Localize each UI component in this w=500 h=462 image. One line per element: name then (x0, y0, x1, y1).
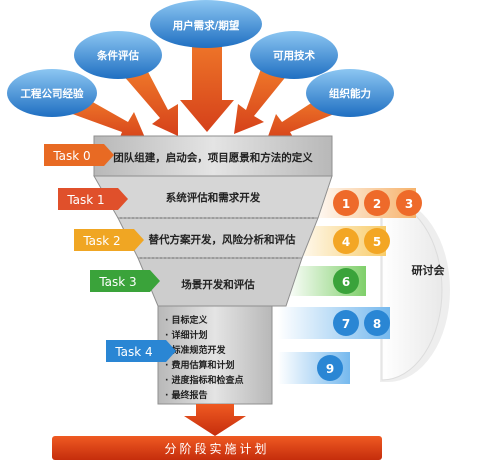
workshop-circles: 1 2 3 4 5 6 7 8 9 (317, 190, 422, 381)
task4-item: · 最终报告 (165, 389, 208, 401)
task1-tag-label: Task 1 (66, 193, 104, 207)
task4-item: · 详细计划 (165, 329, 208, 341)
condition-evaluation-label: 条件评估 (96, 49, 139, 62)
task3-tag-label: Task 3 (98, 275, 136, 289)
workshop-circle-8 (364, 310, 390, 336)
workshop-circle-1 (333, 190, 359, 216)
task4-item: · 费用估算和计划 (165, 359, 235, 371)
workshop-number-7: 7 (342, 317, 350, 331)
workshop-circle-4 (333, 228, 359, 254)
organizational-capability-label: 组织能力 (329, 87, 371, 100)
user-needs-label: 用户需求/期望 (172, 19, 240, 32)
workshop-circle-9 (317, 355, 343, 381)
arrow-from-technology (234, 66, 288, 134)
cloud-condition-evaluation (74, 31, 162, 79)
task4-item: · 标准规范开发 (165, 344, 227, 356)
available-technology-label: 可用技术 (273, 49, 315, 62)
workshop-number-8: 8 (373, 317, 381, 331)
workshop-number-6: 6 (342, 275, 350, 289)
task0-tag (44, 144, 114, 166)
task2-tag-label: Task 2 (82, 234, 120, 248)
cloud-organizational-capability (306, 69, 394, 117)
workshop-circle-2 (364, 190, 390, 216)
workshop-number-2: 2 (373, 197, 381, 211)
funnel-stem (157, 305, 273, 405)
workshop-circle-5 (364, 228, 390, 254)
output-bar (52, 436, 382, 460)
workshop-number-5: 5 (373, 235, 381, 249)
task2-description: 替代方案开发，风险分析和评估 (149, 233, 296, 246)
output-label: 分阶段实施计划 (164, 441, 269, 456)
task4-tag (106, 340, 176, 362)
funnel (93, 135, 333, 405)
workshop-circle-7 (333, 310, 359, 336)
task1-tag (58, 188, 128, 210)
cloud-engineering-experience (7, 69, 97, 117)
workshop-circle-3 (396, 190, 422, 216)
task4-item: · 目标定义 (165, 314, 209, 326)
workshop-label: 研讨会 (412, 263, 446, 277)
task0-description: 团队组建，启动会，项目愿景和方法的定义 (113, 151, 313, 164)
workshop-number-4: 4 (342, 235, 350, 249)
engineering-experience-label: 工程公司经验 (21, 87, 84, 100)
task2-tag (74, 229, 144, 251)
task3-description: 场景开发和评估 (181, 278, 255, 291)
task3-tag (90, 270, 160, 292)
task4-tag-label: Task 4 (114, 345, 152, 359)
workshop-circle-6 (333, 268, 359, 294)
task1-description: 系统评估和需求开发 (166, 191, 261, 204)
arrow-from-user-needs (180, 36, 234, 132)
workshop-number-3: 3 (405, 197, 413, 211)
cloud-user-needs (150, 0, 262, 48)
input-clouds: 工程公司经验 条件评估 用户需求/期望 可用技术 组织能力 (7, 0, 394, 117)
output-arrow (184, 404, 246, 436)
workshop-number-1: 1 (342, 197, 350, 211)
arrow-from-condition (122, 68, 178, 136)
task0-tag-label: Task 0 (52, 149, 90, 163)
task4-item: · 进度指标和检查点 (165, 374, 244, 386)
cloud-available-technology (250, 31, 338, 79)
task-tags: Task 0 Task 1 Task 2 Task 3 Task 4 (44, 144, 176, 362)
task4-list: · 目标定义 · 详细计划 · 标准规范开发 · 费用估算和计划 · 进度指标和… (165, 314, 244, 401)
workshop-number-9: 9 (326, 362, 334, 376)
